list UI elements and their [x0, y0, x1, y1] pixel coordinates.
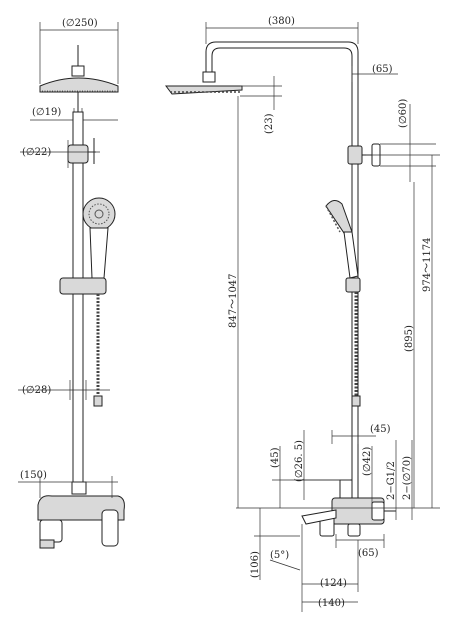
- dim-outlet-diameter: (∅26. 5): [294, 440, 305, 482]
- dim-joint-diameter: (∅22): [22, 147, 51, 158]
- hand-shower-side: [325, 200, 359, 279]
- dim-arm-length: (380): [268, 16, 295, 27]
- side-view: (380) (23) (65) (∅60): [165, 16, 440, 612]
- dim-spout-height: (106): [250, 551, 261, 578]
- dim-riser-diameter: (∅28): [22, 385, 51, 396]
- dim-head-height: 847～1047: [228, 273, 239, 328]
- dim-riser-height: (895): [404, 325, 415, 352]
- dim-spout-reach: (124): [320, 578, 347, 589]
- rain-shower-head-side: [165, 71, 243, 95]
- mixer-side: [301, 479, 396, 537]
- front-view: (∅250) (∅19) (∅22) (∅28): [18, 18, 125, 549]
- slider-front: [59, 277, 107, 295]
- rain-shower-head-front: [39, 45, 119, 112]
- dim-flange-diameter: 2−(∅70): [402, 456, 413, 500]
- dim-mixer-depth: (65): [358, 548, 379, 559]
- dim-head-diameter: (∅250): [62, 18, 98, 29]
- dim-mixer-top-height: (45): [270, 447, 281, 468]
- dim-arm-offset: (65): [372, 64, 393, 75]
- dim-knob-height: 974～1174: [422, 237, 433, 292]
- dim-escutcheon-diameter: (∅42): [362, 447, 373, 476]
- joint-side: [347, 145, 363, 165]
- dim-knob-diameter: (∅60): [398, 99, 409, 128]
- dim-total-reach: (140): [318, 598, 345, 609]
- joint-front: [67, 144, 89, 164]
- dim-arm-diameter: (∅19): [32, 107, 61, 118]
- riser-pipe-front: [72, 111, 84, 493]
- dim-head-thickness: (23): [264, 113, 275, 134]
- dim-thread: 2−G1/2: [386, 461, 397, 500]
- hand-shower-front: [82, 197, 116, 279]
- dim-inlet-spacing-front: (150): [20, 470, 47, 481]
- dim-top-offset: (45): [370, 424, 391, 435]
- dim-spout-angle: (5°): [270, 550, 289, 561]
- mixer-front: [37, 481, 125, 549]
